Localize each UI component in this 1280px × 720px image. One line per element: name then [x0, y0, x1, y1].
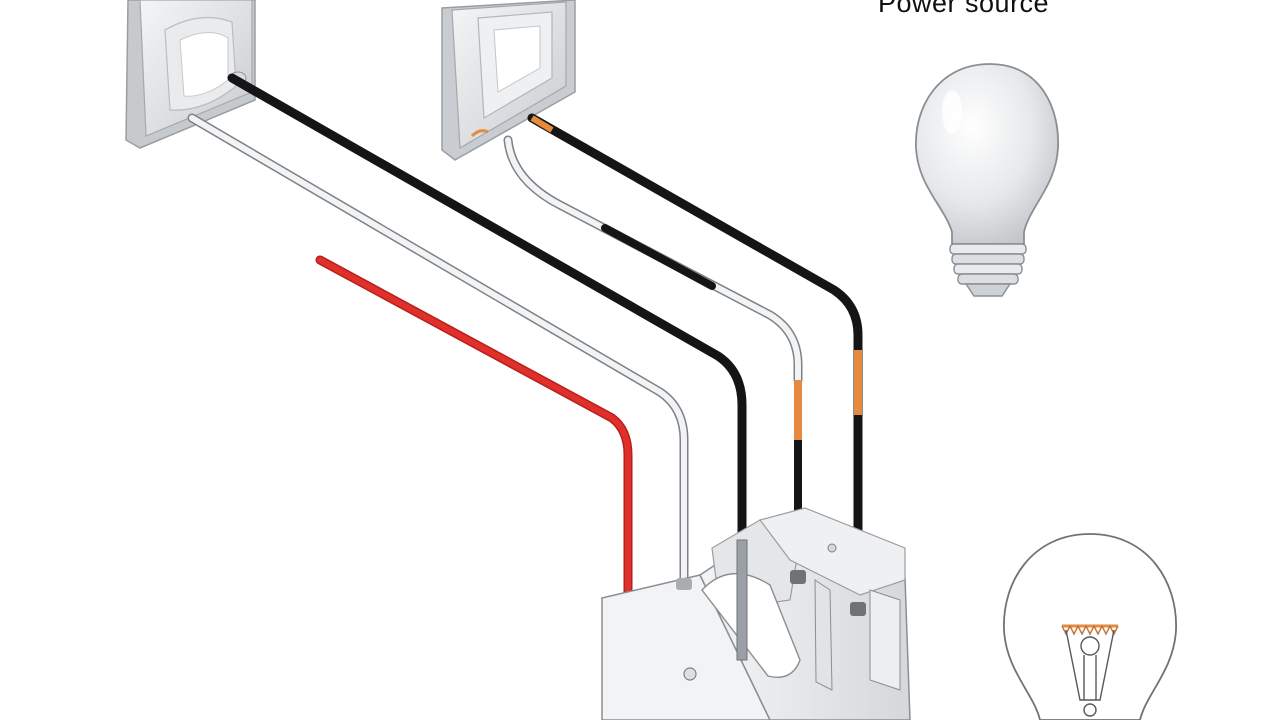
- wall-outlet: [125, 0, 256, 149]
- power-source-label: Power source: [878, 0, 1050, 18]
- clear-bulb-icon: [1003, 533, 1177, 720]
- black-hot-wire: [227, 73, 747, 550]
- junction-box: [601, 507, 911, 720]
- switch-black-wire: [527, 113, 863, 610]
- wall-switch: [441, 0, 576, 161]
- frosted-bulb-icon: [915, 63, 1059, 297]
- white-neutral-wire: [187, 113, 689, 590]
